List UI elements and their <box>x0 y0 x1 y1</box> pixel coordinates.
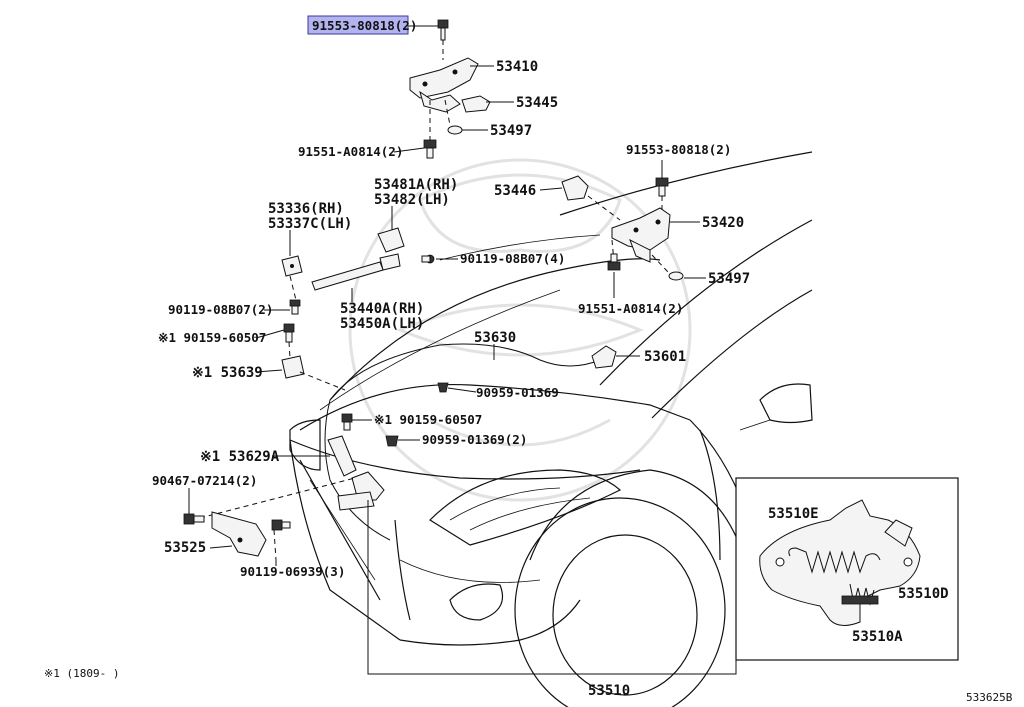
label-53497-top[interactable]: 53497 <box>490 123 532 139</box>
label-90159-top[interactable]: ※1 90159-60507 <box>158 330 266 345</box>
label-53410[interactable]: 53410 <box>496 59 538 75</box>
stopper-53446[interactable] <box>561 175 589 201</box>
label-53510[interactable]: 53510 <box>588 683 630 699</box>
figure-id: 533625B <box>966 691 1013 704</box>
label-53629[interactable]: ※1 53629A <box>200 449 280 465</box>
label-90119-08B07-2[interactable]: 90119-08B07(2) <box>168 302 273 317</box>
label-90159-lower[interactable]: ※1 90159-60507 <box>374 412 482 427</box>
label-90467[interactable]: 90467-07214(2) <box>152 473 257 488</box>
label-91551-right[interactable]: 91551-A0814(2) <box>578 301 683 316</box>
bolt-90119-06939[interactable] <box>271 519 291 531</box>
label-53497-right[interactable]: 53497 <box>708 271 750 287</box>
bracket-53639[interactable] <box>281 355 305 379</box>
cushion-53497-top[interactable] <box>447 125 463 135</box>
label-53446[interactable]: 53446 <box>494 183 536 199</box>
bolt-91553-right[interactable] <box>655 177 669 197</box>
footnote: ※1 (1809- ) <box>44 667 119 680</box>
label-91551-top[interactable]: 91551-A0814(2) <box>298 144 403 159</box>
bolt-90119-08B07-top[interactable] <box>421 254 435 264</box>
bracket-53336[interactable] <box>281 255 303 277</box>
bolt-91551-top[interactable] <box>423 139 437 159</box>
label-53440[interactable]: 53440A(RH) <box>340 301 424 317</box>
label-53445[interactable]: 53445 <box>516 95 558 111</box>
label-91553-right[interactable]: 91553-80818(2) <box>626 142 731 157</box>
bolt-91551-right[interactable] <box>607 253 621 271</box>
cushion-53497-right[interactable] <box>668 271 684 281</box>
bracket-53481[interactable] <box>377 227 405 253</box>
car-body-outline <box>289 151 813 707</box>
label-53420[interactable]: 53420 <box>702 215 744 231</box>
label-90959-single[interactable]: 90959-01369 <box>476 385 559 400</box>
part-labels: 91553-80818(2) 53410 53445 53497 91551-A… <box>44 15 1013 704</box>
label-53630[interactable]: 53630 <box>474 330 516 346</box>
stopper-53445[interactable] <box>461 95 491 113</box>
bolt-90467[interactable] <box>183 513 205 525</box>
clip-90159-top[interactable] <box>283 323 295 343</box>
clip-90959-cable[interactable] <box>437 382 449 393</box>
clip-90159-lower[interactable] <box>341 413 353 431</box>
label-90959-pair[interactable]: 90959-01369(2) <box>422 432 527 447</box>
hood-hinge-53410[interactable] <box>409 57 479 113</box>
label-53482[interactable]: 53482(LH) <box>374 192 450 208</box>
label-53639[interactable]: ※1 53639 <box>192 365 263 381</box>
label-53450[interactable]: 53450A(LH) <box>340 316 424 332</box>
label-90119-08B07-4[interactable]: 90119-08B07(4) <box>460 251 565 266</box>
label-53510D[interactable]: 53510D <box>898 586 949 602</box>
label-53510E[interactable]: 53510E <box>768 506 819 522</box>
inset-box-53510 <box>735 477 959 661</box>
label-53510A[interactable]: 53510A <box>852 629 903 645</box>
label-53601[interactable]: 53601 <box>644 349 686 365</box>
hood-lock-53629[interactable] <box>327 435 385 511</box>
bolt-90119-08B07-left[interactable] <box>289 299 301 315</box>
label-53525[interactable]: 53525 <box>164 540 206 556</box>
label-53481[interactable]: 53481A(RH) <box>374 177 458 193</box>
bolt-91553-top[interactable] <box>437 19 449 41</box>
hood-hinge-53420[interactable] <box>611 207 671 263</box>
label-90119-06939[interactable]: 90119-06939(3) <box>240 564 345 579</box>
label-53336[interactable]: 53336(RH) <box>268 201 344 217</box>
label-selected-part[interactable]: 91553-80818(2) <box>312 18 417 33</box>
label-53337[interactable]: 53337C(LH) <box>268 216 352 232</box>
release-handle-53601[interactable] <box>591 345 617 369</box>
bracket-53525[interactable] <box>211 511 267 557</box>
selected-part-highlight <box>307 15 409 35</box>
clip-90959-pair[interactable] <box>385 435 399 447</box>
hood-support-rod-53440[interactable] <box>311 253 401 291</box>
